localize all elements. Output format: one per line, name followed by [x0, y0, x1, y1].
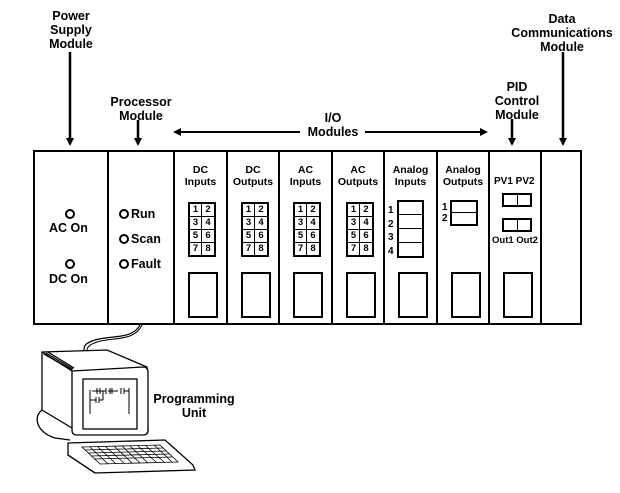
monitor-screen — [82, 378, 138, 430]
ac-on-label: AC On — [49, 221, 88, 235]
terminal-block — [451, 272, 481, 318]
dc-on-label: DC On — [49, 272, 88, 286]
keyboard-keys — [81, 444, 179, 465]
terminal-block — [293, 272, 323, 318]
scan-led — [119, 234, 129, 244]
analog-inputs-module[interactable]: Analog Inputs 1 2 3 4 — [385, 152, 438, 323]
analog-outputs-module[interactable]: Analog Outputs 1 2 — [438, 152, 490, 323]
analog-channel-display — [450, 200, 478, 226]
terminal-block — [241, 272, 271, 318]
terminal-block — [398, 272, 428, 318]
processor-module[interactable]: Run Scan Fault — [109, 152, 175, 323]
output-display — [502, 218, 532, 232]
programming-unit-label: Programming Unit — [153, 392, 235, 420]
pid-control-module[interactable]: PV1 PV2 Out1 Out2 — [490, 152, 542, 323]
data-comm-callout: Data Communications Module — [511, 12, 613, 54]
terminal-block — [503, 272, 533, 318]
channel-number: 2 — [388, 219, 394, 230]
output-labels: Out1 Out2 — [492, 235, 538, 246]
run-label: Run — [131, 207, 156, 221]
io-modules-callout: I/O Modules — [307, 111, 359, 139]
power-supply-module[interactable]: AC On DC On — [35, 152, 109, 323]
terminal-block — [188, 272, 218, 318]
pv-labels: PV1 PV2 — [494, 176, 535, 187]
ac-on-led — [65, 209, 75, 219]
data-communications-module[interactable] — [542, 152, 582, 323]
run-led — [119, 209, 129, 219]
programming-cable — [83, 324, 141, 351]
fault-label: Fault — [131, 257, 161, 271]
channel-number: 1 — [442, 202, 448, 213]
scan-label: Scan — [131, 232, 161, 246]
processor-callout: Processor Module — [110, 95, 172, 123]
terminal-block — [346, 272, 376, 318]
power-supply-callout: Power Supply Module — [49, 9, 93, 51]
dc-on-led — [65, 259, 75, 269]
channel-number: 2 — [442, 213, 448, 224]
channel-number: 3 — [388, 232, 394, 243]
fault-led — [119, 259, 129, 269]
channel-number: 1 — [388, 205, 394, 216]
channel-number: 4 — [388, 246, 394, 257]
analog-channel-display — [397, 200, 424, 258]
pv-display — [502, 193, 532, 207]
pid-callout: PID Control Module — [494, 80, 540, 122]
